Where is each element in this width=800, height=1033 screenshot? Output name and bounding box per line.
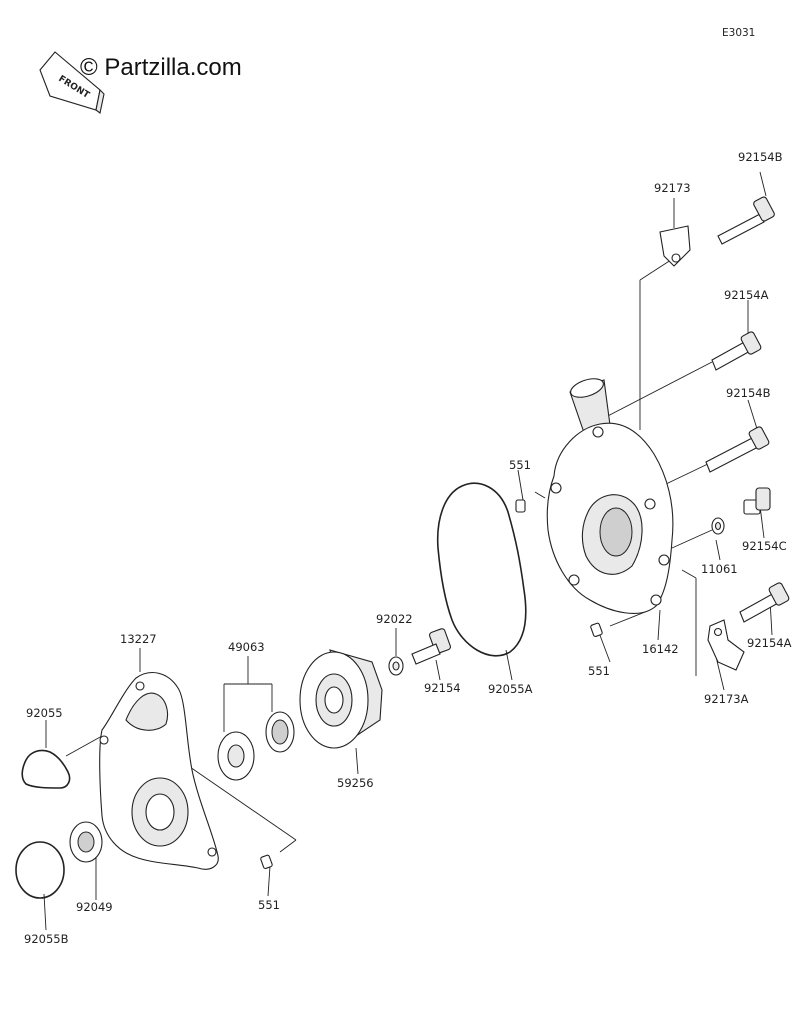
clip-92173-icon bbox=[659, 225, 691, 267]
impeller-59256-icon bbox=[299, 649, 383, 749]
o-ring-92055-icon bbox=[21, 749, 71, 789]
callout-92049[interactable]: 92049 bbox=[76, 900, 113, 914]
front-arrow-icon: FRONT bbox=[39, 51, 105, 114]
callout-92173[interactable]: 92173 bbox=[654, 181, 691, 195]
callout-11061[interactable]: 11061 bbox=[701, 562, 738, 576]
washer-11061-icon bbox=[711, 517, 725, 535]
callout-92055[interactable]: 92055 bbox=[26, 706, 63, 720]
callout-92154C[interactable]: 92154C bbox=[742, 539, 787, 553]
bolt-92154A-low-icon bbox=[739, 582, 790, 623]
callout-92055A[interactable]: 92055A bbox=[488, 682, 533, 696]
plate-13227-icon bbox=[99, 672, 219, 870]
washer-92022-icon bbox=[388, 656, 404, 676]
callout-13227[interactable]: 13227 bbox=[120, 632, 157, 646]
clip-92173A-icon bbox=[707, 619, 745, 671]
o-ring-92055A-icon bbox=[436, 482, 527, 657]
oil-seal-92049-icon bbox=[69, 821, 103, 863]
bolt-92154-icon bbox=[411, 628, 451, 665]
callout-551-top[interactable]: 551 bbox=[509, 458, 531, 472]
partzilla-watermark: © Partzilla.com bbox=[80, 54, 242, 81]
bolt-92154B-top-icon bbox=[717, 196, 775, 245]
callout-92154A-mid[interactable]: 92154A bbox=[724, 288, 769, 302]
callout-92173A[interactable]: 92173A bbox=[704, 692, 749, 706]
pump-housing-16142-icon bbox=[546, 378, 674, 614]
diagram-code: E3031 bbox=[722, 27, 756, 39]
callout-551-right[interactable]: 551 bbox=[588, 664, 610, 678]
callout-49063[interactable]: 49063 bbox=[228, 640, 265, 654]
leader-lines bbox=[43, 171, 773, 931]
callout-551-bottom[interactable]: 551 bbox=[258, 898, 280, 912]
callout-92154B-top[interactable]: 92154B bbox=[738, 150, 783, 164]
dowel-pins-icon bbox=[260, 499, 603, 869]
o-ring-92055B-icon bbox=[15, 841, 65, 899]
callout-92154A-low[interactable]: 92154A bbox=[747, 636, 792, 650]
callout-92055B[interactable]: 92055B bbox=[24, 932, 69, 946]
callout-59256[interactable]: 59256 bbox=[337, 776, 374, 790]
callout-16142[interactable]: 16142 bbox=[642, 642, 679, 656]
bolt-92154C-icon bbox=[743, 487, 771, 515]
bolt-92154A-mid-icon bbox=[711, 331, 762, 371]
bolt-92154B-mid-icon bbox=[705, 426, 770, 473]
callout-92154B-mid[interactable]: 92154B bbox=[726, 386, 771, 400]
callout-92154[interactable]: 92154 bbox=[424, 681, 461, 695]
callout-92022[interactable]: 92022 bbox=[376, 612, 413, 626]
mechanical-seal-49063-icon bbox=[217, 711, 295, 781]
